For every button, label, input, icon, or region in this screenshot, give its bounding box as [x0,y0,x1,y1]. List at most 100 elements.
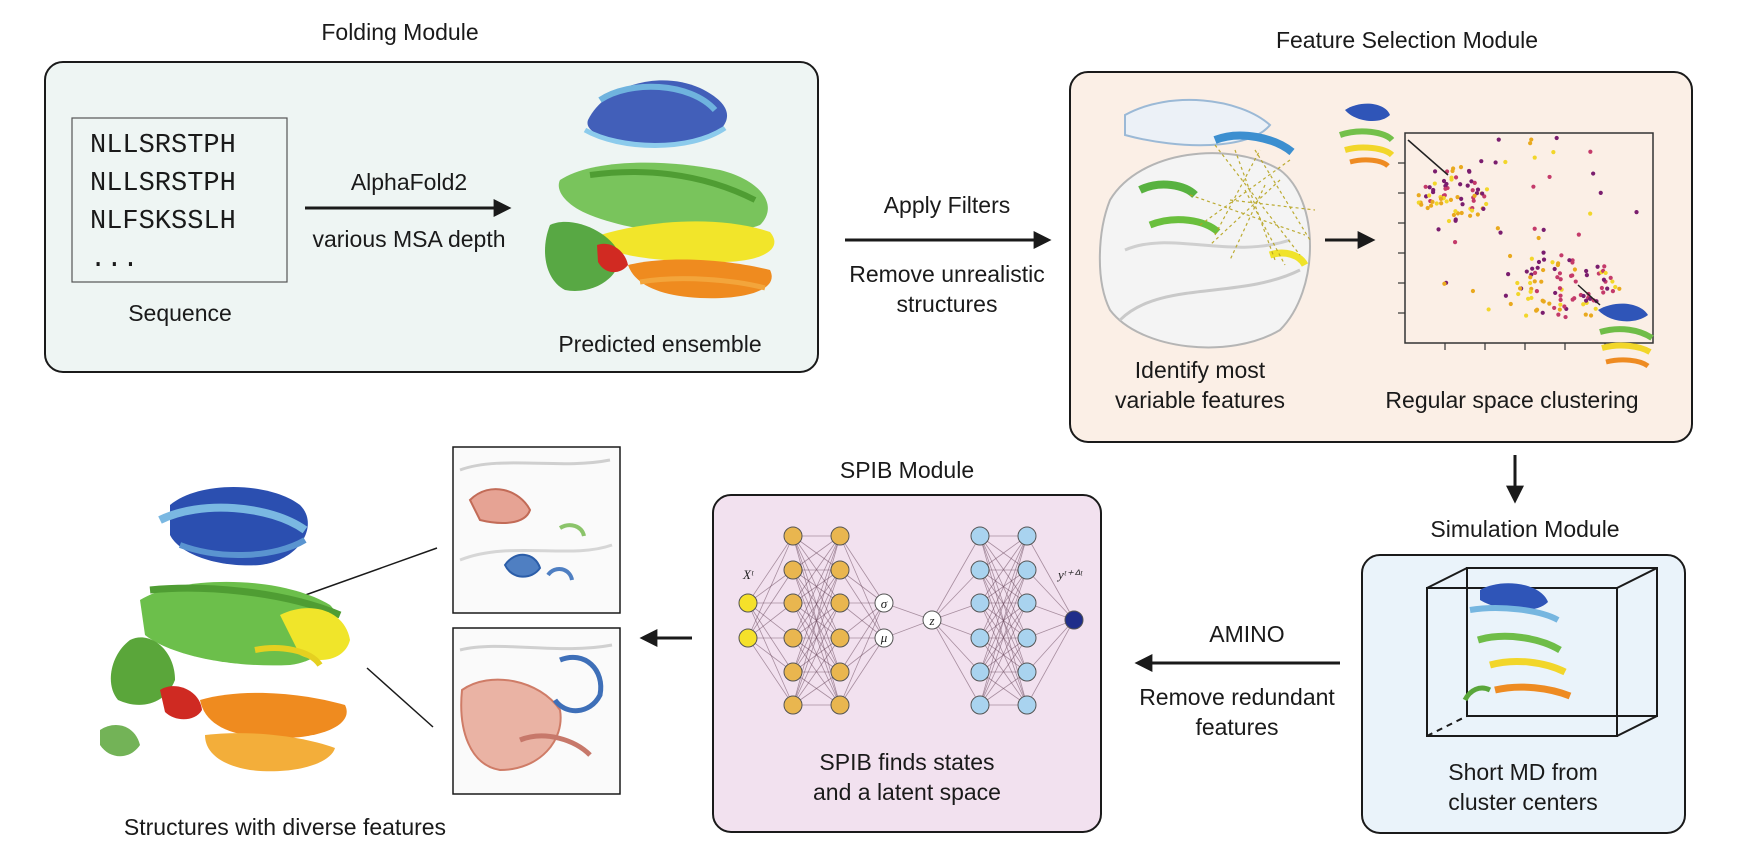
scatter-point [1556,261,1561,266]
simulation-module-title: Simulation Module [1430,516,1619,542]
scatter-point [1610,289,1616,294]
scatter-point [1536,259,1542,265]
scatter-point [1602,264,1607,269]
scatter-point [1555,275,1560,280]
scatter-point [1530,266,1535,271]
scatter-point [1503,293,1508,298]
network-edge [979,569,1028,706]
diverse-structures-ensemble [100,486,350,772]
scatter-point [1529,295,1534,301]
scatter-point [1508,301,1513,307]
network-edge [839,602,885,706]
feature-selection-title: Feature Selection Module [1276,27,1538,53]
scatter-point [1557,307,1562,312]
scatter-point [1588,211,1593,216]
network-node [1017,560,1037,580]
network-node [830,662,850,682]
scatter-point [1434,201,1439,206]
network-node [830,593,850,613]
scatter-point [1438,196,1444,201]
cluster-center-structure-bottom [1598,303,1654,369]
scatter-point [1452,240,1458,245]
simulation-module-panel [1361,554,1686,834]
scatter-point [1516,291,1521,297]
scatter-point [1416,193,1421,198]
sequence-line-2: NLLSRSTPH [90,169,236,199]
scatter-point [1563,314,1568,320]
apply-filters-label: Apply Filters [884,192,1011,218]
network-node [1017,526,1037,546]
network-node [783,593,803,613]
scatter-point [1427,185,1432,190]
scatter-point [1526,296,1531,301]
spib-label-1: SPIB finds states [819,749,994,775]
simulation-protein-structure [1462,583,1572,702]
network-node [970,593,990,613]
scatter-point [1446,218,1452,224]
scatter-point [1593,306,1598,311]
network-edge [747,535,794,604]
network-edge [979,535,1028,571]
remove-redundant-label-2: features [1195,714,1278,740]
scatter-point [1529,137,1534,142]
scatter-point [1601,277,1607,282]
scatter-point [1553,290,1558,296]
scatter-point [1570,260,1575,265]
scatter-point [1484,201,1489,207]
remove-unrealistic-label-2: structures [897,291,998,317]
scatter-point [1581,293,1586,299]
scatter-point [1495,226,1500,231]
scatter-point [1479,159,1484,164]
scatter-point [1535,265,1540,270]
scatter-point [1444,199,1449,204]
scatter-point [1583,312,1588,317]
scatter-point [1458,164,1464,170]
scatter-point [1515,280,1520,286]
sequence-ellipsis: ... [90,245,139,275]
network-edge [931,619,981,673]
scatter-point [1425,205,1430,211]
network-node [1017,695,1037,715]
scatter-point [1469,208,1475,213]
scatter-point [1534,289,1540,294]
network-node [783,560,803,580]
scatter-point [1484,187,1490,192]
scatter-point [1528,275,1533,280]
scatter-point [1472,180,1477,185]
detail-inset-bottom-content [459,643,613,772]
network-edge [979,535,1028,604]
predicted-ensemble-label: Predicted ensemble [558,331,761,357]
sequence-line-1: NLLSRSTPH [90,131,236,161]
scatter-point [1444,181,1449,187]
scatter-point [1554,135,1559,141]
predicted-ensemble-structure [545,80,775,299]
scatter-point [1572,267,1578,272]
sequence-label: Sequence [128,300,232,326]
scatter-point [1486,307,1491,312]
callout-line-top [296,547,438,599]
scatter-point [1557,286,1563,291]
scatter-point [1532,279,1537,284]
msa-depth-label: various MSA depth [312,226,505,252]
network-edge [979,602,1028,706]
scatter-point [1506,272,1511,277]
scatter-point [1480,191,1485,196]
scatter-point [1540,298,1545,303]
scatter-point [1439,201,1444,206]
network-edge [792,535,841,673]
scatter-point [1552,305,1557,311]
scatter-point [1441,178,1447,184]
short-md-label-2: cluster centers [1448,789,1598,815]
network-edge [1026,535,1075,621]
scatter-point [1423,184,1428,189]
input-symbol: Xᵗ [742,567,754,582]
mu-symbol: μ [880,630,888,645]
network-node [1017,593,1037,613]
network-node [970,560,990,580]
network-edge [1026,619,1075,706]
scatter-point [1431,189,1436,195]
scatter-point [1562,304,1567,309]
scatter-point [1568,273,1574,278]
scatter-point [1451,166,1456,171]
scatter-point [1552,266,1557,272]
